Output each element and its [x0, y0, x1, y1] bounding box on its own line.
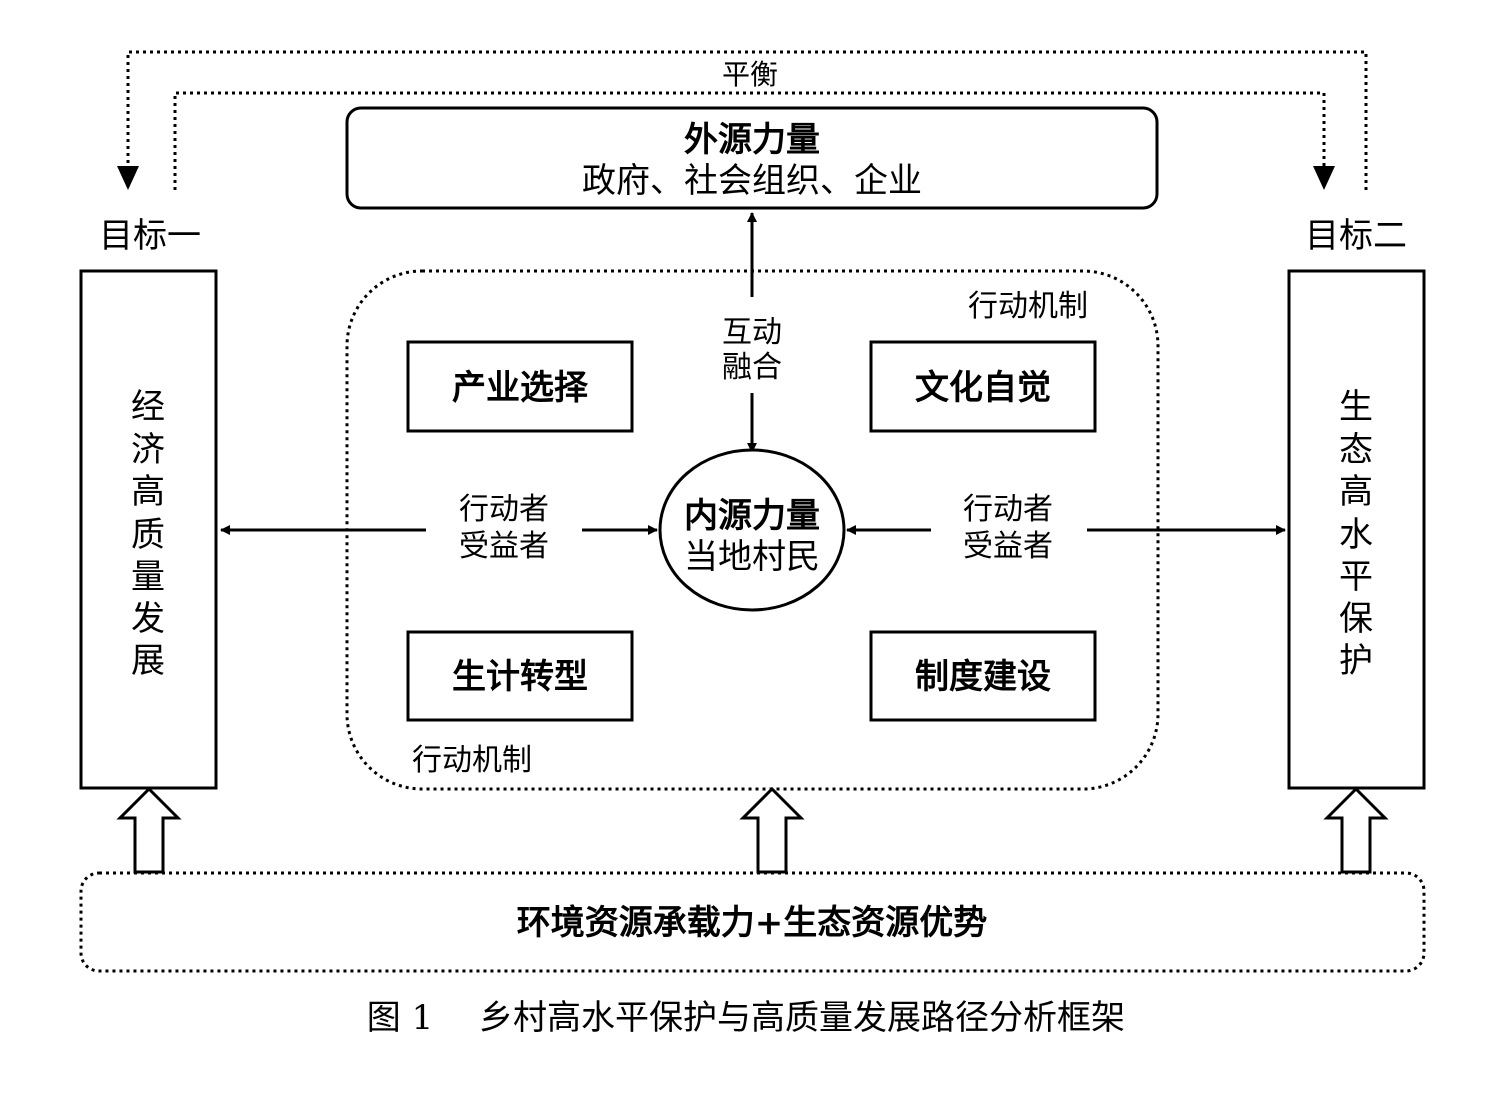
goal-two-char: 态 [1339, 430, 1373, 470]
goal-one-title: 目标一 [99, 216, 201, 256]
hollow-arrow-right [1323, 786, 1389, 874]
mechanism-culture-box: 文化自觉 [869, 340, 1097, 433]
goal-two-box: 生 态 高 水 平 保 护 [1287, 269, 1426, 790]
external-force-title: 外源力量 [684, 120, 820, 160]
actor-right-label: 行动者 [963, 492, 1053, 527]
goal-one-char: 经 [131, 387, 165, 427]
goal-two-char: 护 [1339, 641, 1373, 681]
balance-outer-line [126, 50, 1368, 190]
beneficiary-left-label: 受益者 [459, 529, 549, 564]
balance-arrow-right [1313, 166, 1335, 190]
goal-one-char: 高 [131, 472, 165, 512]
goal-one-char: 量 [131, 557, 165, 597]
actor-left-label: 行动者 [459, 492, 549, 527]
integration-label: 融合 [722, 350, 782, 385]
internal-force-title: 内源力量 [684, 496, 820, 536]
beneficiary-right-label: 受益者 [963, 529, 1053, 564]
external-force-subtitle: 政府、社会组织、企业 [582, 161, 922, 201]
mechanism-institution-box: 制度建设 [869, 630, 1097, 722]
balance-arrow-left [117, 166, 139, 190]
goal-one-char: 发 [131, 599, 165, 639]
mechanism-label-bottom: 行动机制 [412, 743, 532, 778]
goal-two-char: 生 [1339, 387, 1373, 427]
goal-two-char: 保 [1339, 599, 1373, 639]
interaction-label: 互动 [722, 315, 782, 350]
balance-inner-line [173, 91, 1326, 190]
foundation-box: 环境资源承载力+生态资源优势 [79, 871, 1426, 973]
mechanism-livelihood-box: 生计转型 [406, 630, 634, 722]
goal-one-char: 济 [131, 430, 165, 470]
goal-two-char: 平 [1339, 557, 1373, 597]
mechanism-industry-label: 产业选择 [452, 368, 589, 408]
internal-force-circle: 内源力量 当地村民 [658, 448, 846, 612]
internal-force-subtitle: 当地村民 [684, 537, 820, 577]
mechanism-livelihood-label: 生计转型 [452, 657, 588, 697]
goal-one-box: 经 济 高 质 量 发 展 [79, 269, 218, 790]
mechanism-industry-box: 产业选择 [406, 340, 634, 433]
goal-two-char: 水 [1339, 515, 1373, 555]
figure-title: 乡村高水平保护与高质量发展路径分析框架 [479, 998, 1125, 1038]
goal-one-char: 质 [131, 515, 165, 555]
mechanism-label-top: 行动机制 [968, 289, 1088, 324]
figure-number: 图 1 [367, 998, 433, 1038]
goal-two-char: 高 [1339, 472, 1373, 512]
foundation-label: 环境资源承载力+生态资源优势 [517, 903, 988, 943]
goal-one-char: 展 [131, 641, 165, 681]
balance-label: 平衡 [722, 58, 778, 91]
external-force-box: 外源力量 政府、社会组织、企业 [345, 106, 1159, 210]
goal-two-title: 目标二 [1305, 216, 1407, 256]
mechanism-institution-label: 制度建设 [915, 657, 1051, 697]
mechanism-culture-label: 文化自觉 [915, 368, 1051, 408]
hollow-arrow-left [116, 786, 182, 874]
balance-loop [126, 50, 1368, 190]
hollow-arrow-center [739, 786, 805, 874]
